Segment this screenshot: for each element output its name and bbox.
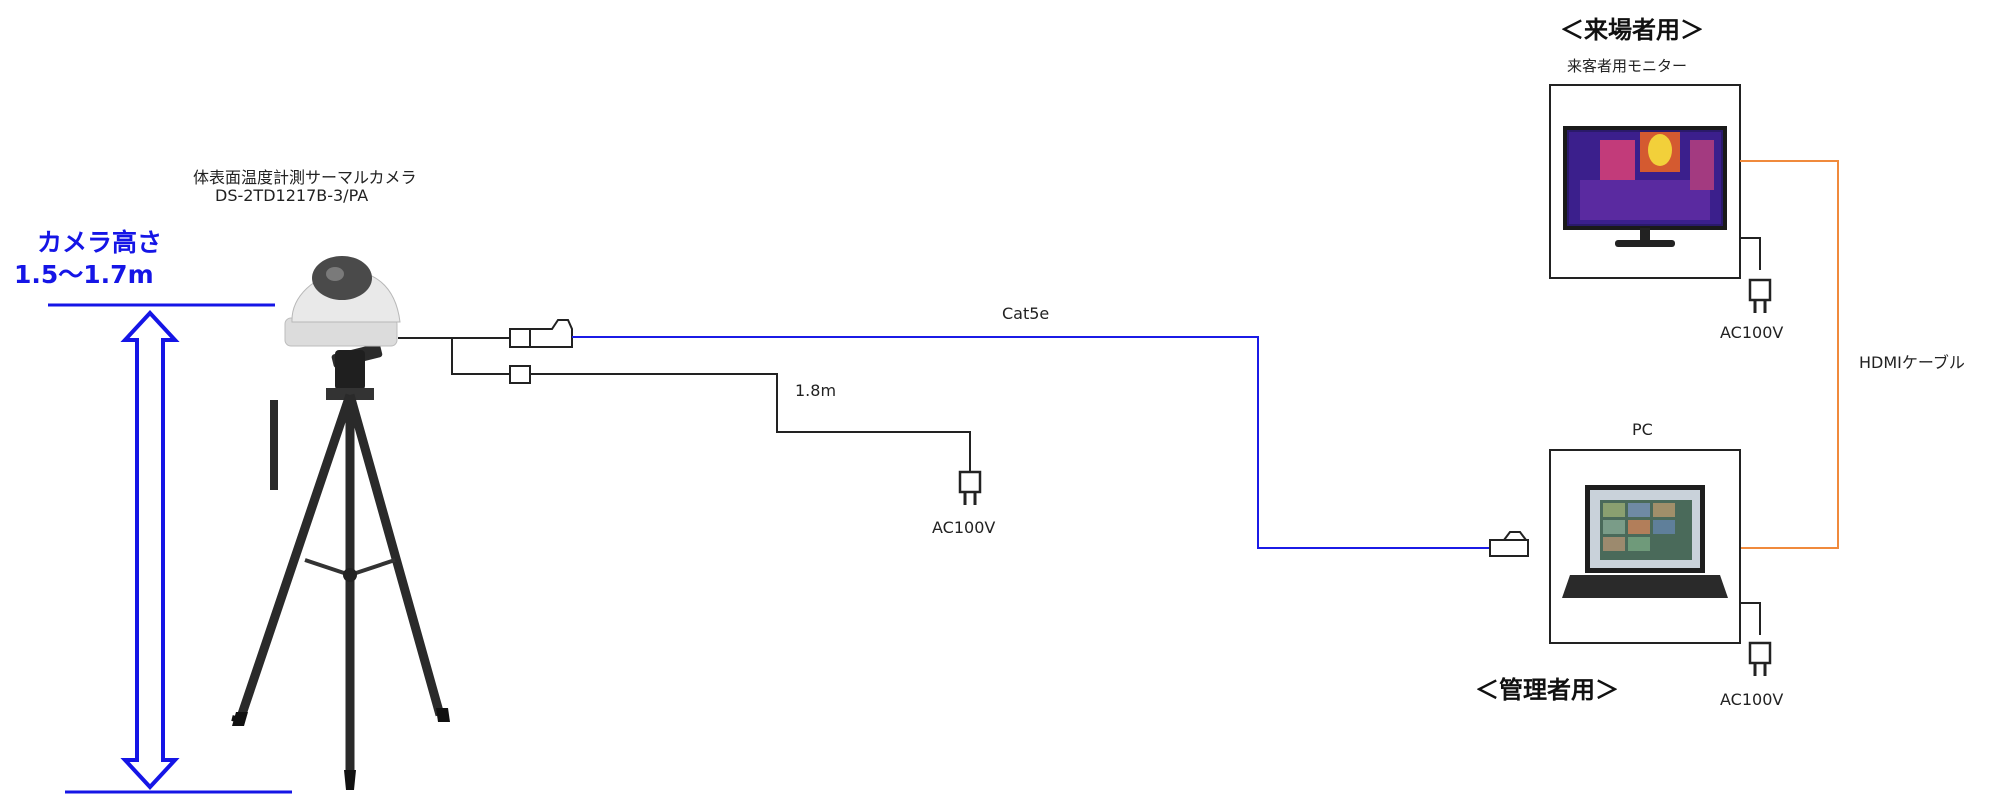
height-indicator: [48, 303, 292, 794]
power-plug-icon: [958, 470, 982, 505]
hdmi-cable-label: HDMIケーブル: [1859, 353, 1965, 372]
visitor-heading: ＜来場者用＞: [1560, 16, 1704, 44]
power-cable-length-label: 1.8m: [795, 381, 837, 400]
power-plug-icon: [1748, 278, 1772, 313]
hdmi-cable: [1740, 160, 1839, 549]
laptop-illustration: [1562, 485, 1728, 598]
height-label-line2: 1.5〜1.7m: [14, 260, 154, 289]
dome-camera-illustration: [284, 256, 401, 347]
camera-network-connector: [509, 328, 531, 348]
admin-heading: ＜管理者用＞: [1475, 676, 1619, 704]
power-plug-icon: [1748, 641, 1772, 676]
rj45-plug-pc-icon: [1489, 531, 1529, 557]
camera-model: DS-2TD1217B-3/PA: [215, 186, 369, 205]
camera-cables: [398, 337, 971, 472]
visitor-monitor-label: 来客者用モニター: [1567, 57, 1688, 75]
camera-title: 体表面温度計測サーマルカメラ: [193, 168, 417, 187]
rj45-plug-icon: [529, 319, 573, 348]
height-label-line1: カメラ高さ: [37, 228, 163, 257]
monitor-power-cable: [1740, 237, 1761, 270]
camera-power-label: AC100V: [932, 518, 996, 537]
height-double-arrow: [120, 310, 180, 790]
lan-cable-label: Cat5e: [1002, 304, 1050, 323]
thermal-monitor-illustration: [1563, 126, 1727, 247]
monitor-power-label: AC100V: [1720, 323, 1784, 342]
tripod-illustration: [231, 343, 450, 790]
camera-power-connector: [509, 365, 531, 384]
pc-label: PC: [1632, 420, 1653, 439]
pc-power-cable: [1740, 602, 1761, 635]
pc-power-label: AC100V: [1720, 690, 1784, 709]
lan-cable-cat5e: [572, 336, 1490, 549]
